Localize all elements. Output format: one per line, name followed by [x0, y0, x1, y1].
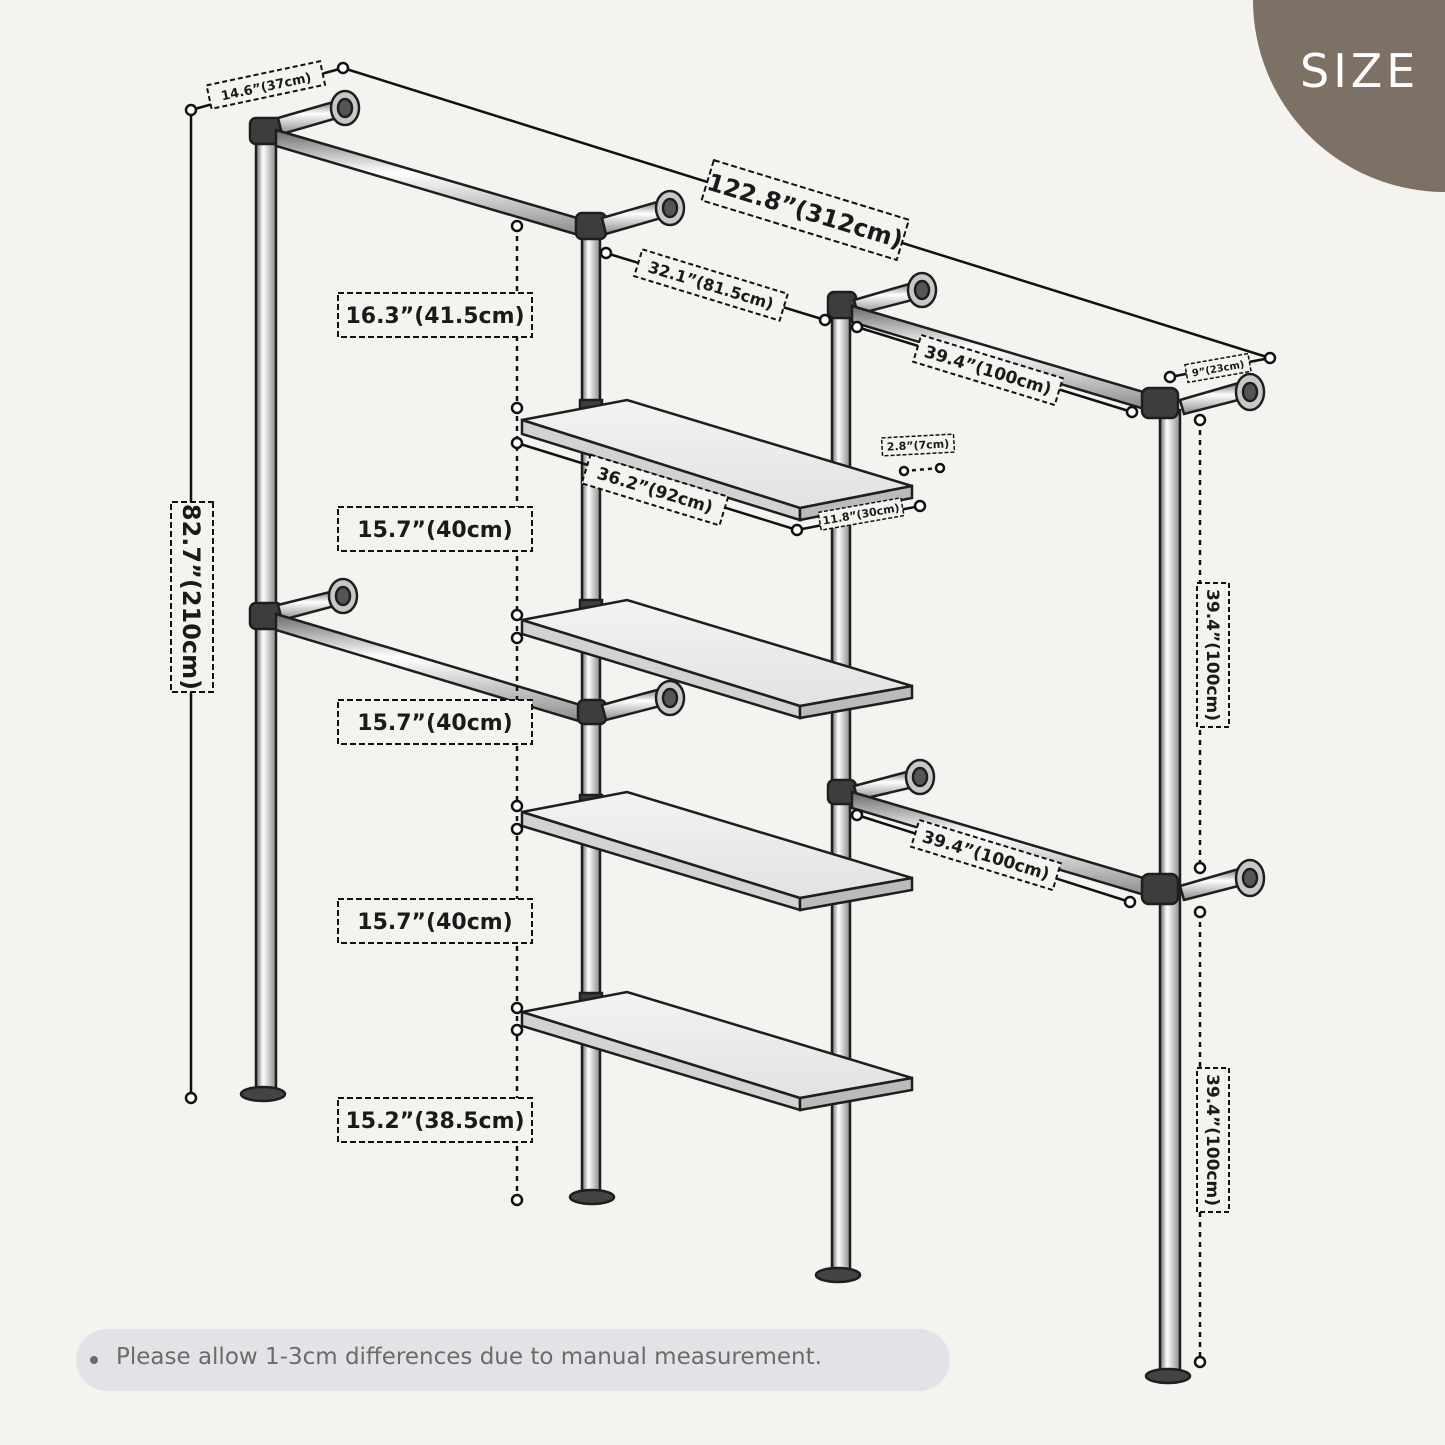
- size-badge: SIZE: [1253, 0, 1445, 192]
- dim-total-height: 82.7”(210cm): [170, 501, 214, 693]
- dimension-endpoints: [184, 61, 1277, 1369]
- dim-shelf-gap-1-text: 16.3”(41.5cm): [345, 304, 524, 329]
- measurement-note: Please allow 1-3cm differences due to ma…: [76, 1329, 950, 1391]
- dim-total-height-text: 82.7”(210cm): [177, 504, 205, 690]
- dim-shelf-gap-4: 15.7”(40cm): [337, 898, 533, 944]
- shelf-1: [520, 398, 914, 522]
- dim-shelf-gap-1: 16.3”(41.5cm): [337, 292, 533, 338]
- top-left-arm: [276, 89, 361, 136]
- dim-shelf-overhang-text: 2.8”(7cm): [887, 437, 950, 453]
- dim-shelf-gap-5-text: 15.2”(38.5cm): [345, 1109, 524, 1134]
- dim-shelf-gap-2: 15.7”(40cm): [337, 506, 533, 552]
- size-badge-label: SIZE: [1300, 44, 1420, 98]
- shelf-4: [520, 990, 914, 1112]
- dimension-labels: 14.6”(37cm) 122.8”(312cm) 82.7”(210cm) 3…: [170, 60, 1252, 1213]
- dim-shelf-gap-2-text: 15.7”(40cm): [357, 518, 512, 543]
- dim-right-lower: 39.4”(100cm): [1196, 1067, 1230, 1213]
- shelves: [520, 398, 914, 1112]
- top-left-rod: [274, 128, 586, 238]
- shelf-3: [520, 790, 914, 912]
- dim-shelf-gap-3-text: 15.7”(40cm): [357, 711, 512, 736]
- measurement-note-text: Please allow 1-3cm differences due to ma…: [116, 1344, 822, 1370]
- mid-left-arm: [276, 577, 359, 622]
- shelf-2: [520, 598, 914, 720]
- middle-right-upright: [814, 271, 938, 1284]
- dim-right-lower-text: 39.4”(100cm): [1202, 1074, 1222, 1206]
- dim-rod-left: 32.1”(81.5cm): [632, 248, 790, 322]
- dim-right-upper: 39.4”(100cm): [1196, 582, 1230, 728]
- dim-right-upper-text: 39.4”(100cm): [1202, 589, 1222, 721]
- dim-depth-top: 14.6”(37cm): [205, 60, 327, 111]
- dim-shelf-overhang: 2.8”(7cm): [880, 433, 956, 457]
- rack-structure: [239, 89, 1266, 1385]
- dim-shelf-gap-4-text: 15.7”(40cm): [357, 910, 512, 935]
- bullet-icon: [90, 1356, 98, 1364]
- dim-total-width: 122.8”(312cm): [700, 158, 911, 262]
- dim-shelf-gap-3: 15.7”(40cm): [337, 699, 533, 745]
- dim-shelf-gap-5: 15.2”(38.5cm): [337, 1097, 533, 1143]
- top-right-rod: [850, 304, 1152, 412]
- right-upright: [1140, 372, 1266, 1385]
